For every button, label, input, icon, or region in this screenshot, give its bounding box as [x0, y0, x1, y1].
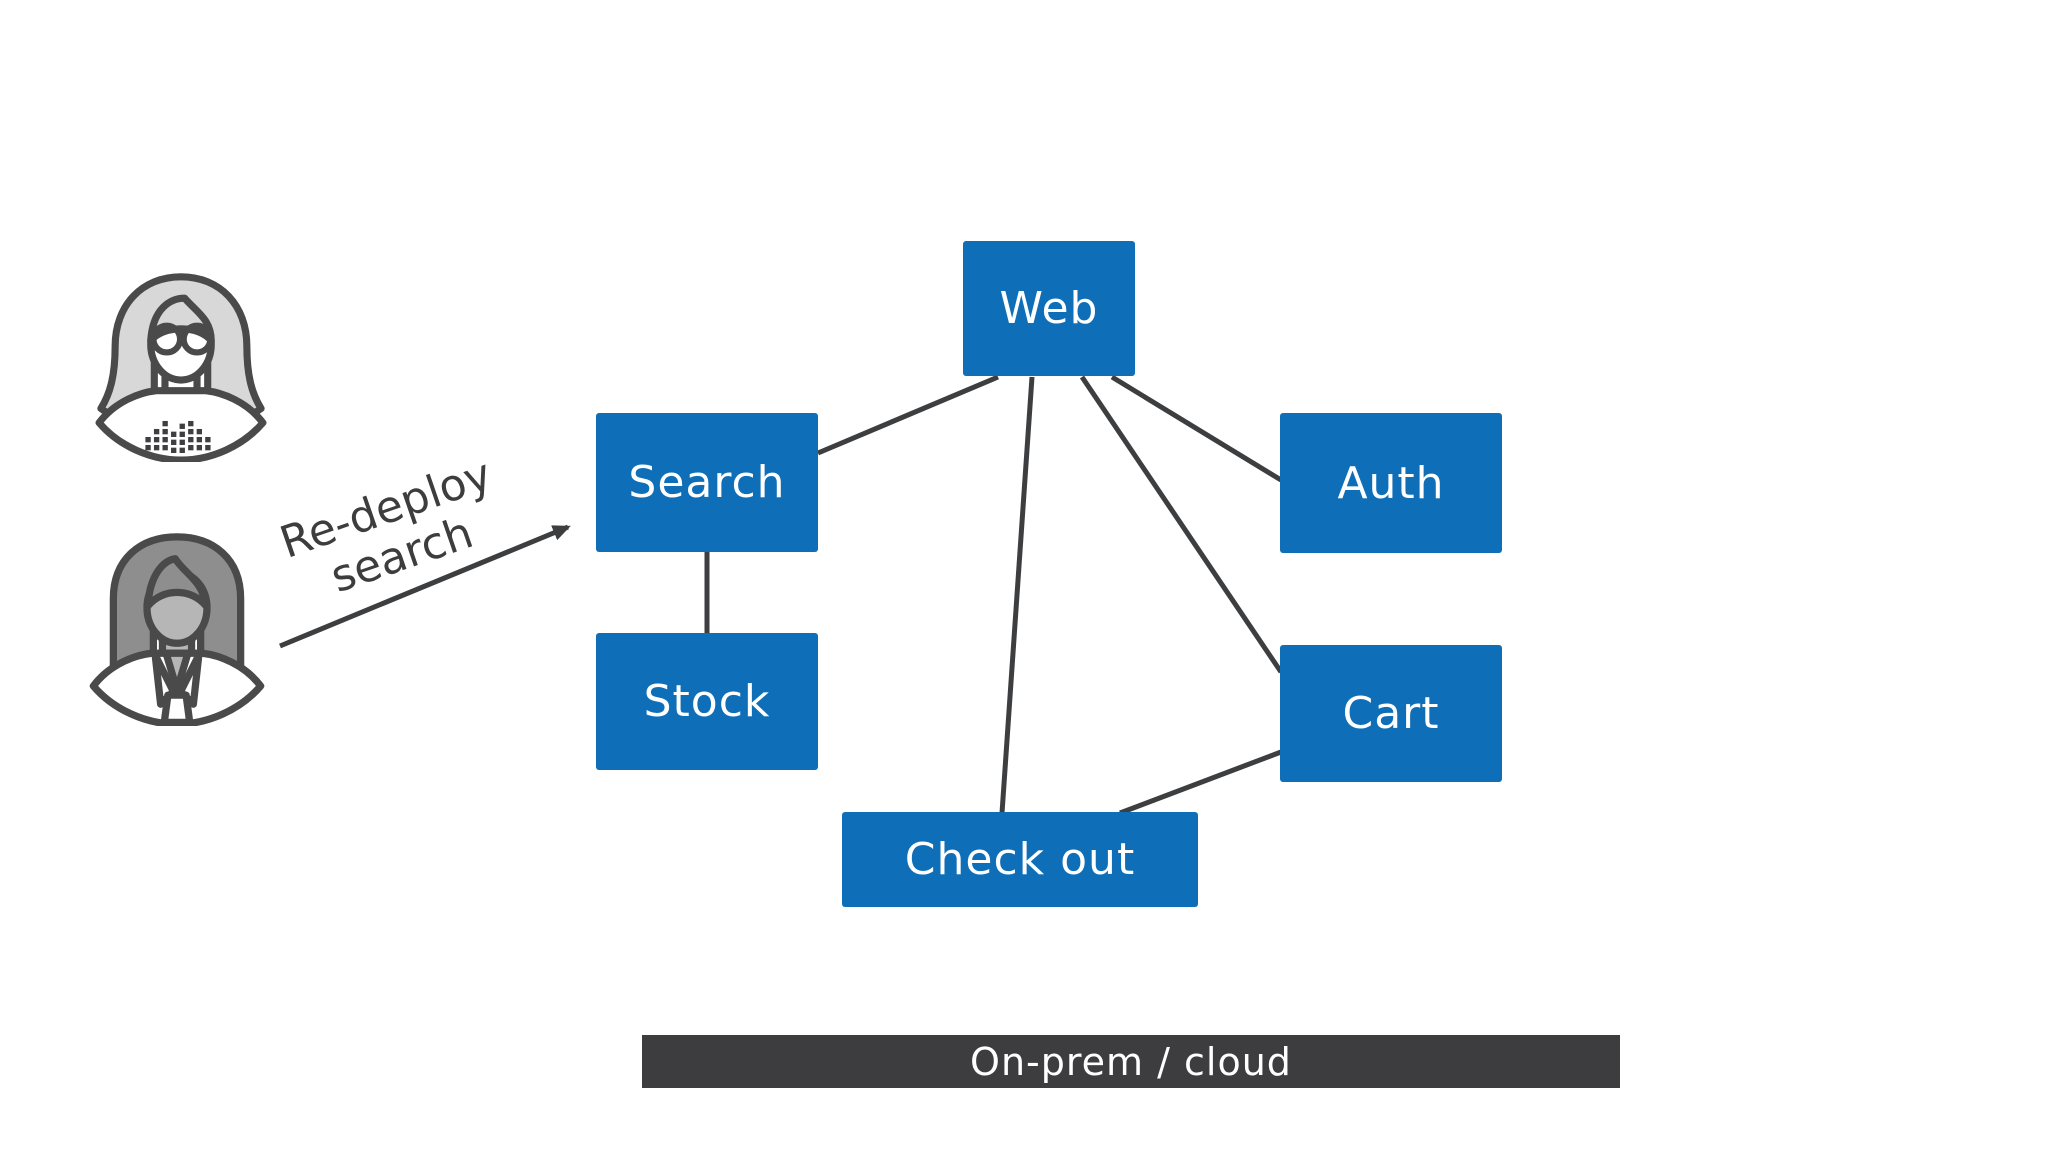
node-cart-label: Cart — [1342, 688, 1440, 739]
node-web: Web — [963, 241, 1135, 376]
edge-web-search — [817, 374, 999, 456]
node-stock-label: Stock — [643, 676, 771, 727]
node-web-label: Web — [999, 283, 1099, 334]
redeploy-arrow — [279, 524, 571, 649]
woman-with-glasses-icon — [95, 273, 267, 462]
edge-web-auth — [1110, 374, 1283, 483]
node-search-label: Search — [628, 457, 786, 508]
node-cart: Cart — [1280, 645, 1502, 782]
node-auth: Auth — [1280, 413, 1502, 553]
node-checkout: Check out — [842, 812, 1198, 907]
edge-web-cart — [1079, 375, 1284, 674]
chest-shape — [162, 649, 192, 694]
fringe-shape — [144, 555, 210, 610]
on-prem-cloud-banner: On-prem / cloud — [642, 1035, 1620, 1088]
glasses-icon — [150, 322, 214, 356]
node-checkout-label: Check out — [904, 834, 1136, 885]
dotted-shirt-pattern — [145, 420, 211, 453]
edge-web-checkout — [999, 376, 1035, 814]
node-search: Search — [596, 413, 818, 552]
node-stock: Stock — [596, 633, 818, 770]
node-auth-label: Auth — [1337, 457, 1445, 509]
shirt-shape — [160, 691, 194, 726]
edge-checkout-cart — [1119, 749, 1282, 816]
banner-label: On-prem / cloud — [970, 1039, 1292, 1084]
woman-icon — [89, 533, 265, 726]
